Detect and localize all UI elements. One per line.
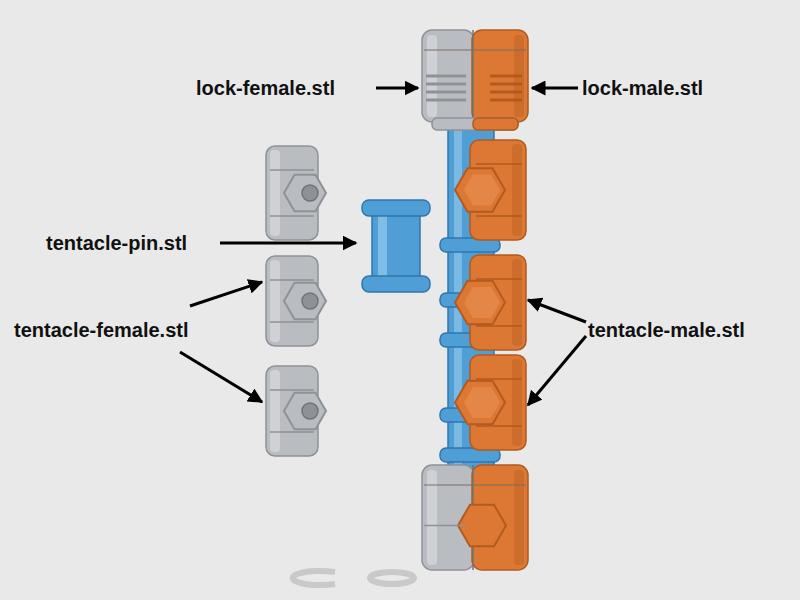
lock-part xyxy=(422,30,528,130)
part-name: tentacle-pin.stl xyxy=(46,231,187,255)
shadow xyxy=(293,571,335,585)
hex-boss xyxy=(455,168,505,211)
leader-arrow xyxy=(528,300,586,322)
panel-line xyxy=(476,163,522,165)
panel-line xyxy=(476,325,522,327)
grip-groove xyxy=(490,91,522,94)
panel-line xyxy=(270,321,314,323)
pin-flange xyxy=(362,276,430,292)
panel-line xyxy=(270,389,314,391)
part-name: lock-female.stl xyxy=(196,76,335,100)
panel-line xyxy=(270,279,314,281)
panel-line xyxy=(270,431,314,433)
tentacle-male-part xyxy=(455,140,526,240)
panel-line xyxy=(424,525,466,527)
lock-lip xyxy=(432,118,518,130)
grip-groove xyxy=(426,83,466,86)
pin-flange xyxy=(362,200,430,216)
tentacle-male-part xyxy=(455,355,526,450)
hex-face xyxy=(464,174,500,205)
leader-arrow xyxy=(220,242,356,245)
leader-arrow xyxy=(528,336,586,405)
panel-line xyxy=(270,169,314,171)
pin-part xyxy=(362,200,430,292)
grip-groove xyxy=(426,99,466,102)
panel-line xyxy=(476,215,522,217)
pin-hole xyxy=(302,293,318,309)
tentacle-male-part xyxy=(455,255,526,350)
grip-groove xyxy=(490,75,522,78)
grip-groove xyxy=(426,91,466,94)
male-shade xyxy=(512,259,522,346)
grip-groove xyxy=(426,75,466,78)
panel-line xyxy=(424,484,526,485)
hex-socket xyxy=(284,283,326,319)
female-highlight xyxy=(270,150,280,236)
tentacle-female-part xyxy=(266,146,326,240)
pin-highlight xyxy=(378,214,387,278)
lock-seam xyxy=(472,30,474,122)
panel-line xyxy=(476,378,522,380)
leader-arrow xyxy=(376,87,418,90)
male-shade xyxy=(512,144,522,236)
leader-arrow xyxy=(190,282,262,306)
lock-highlight xyxy=(427,470,437,565)
female-highlight xyxy=(270,260,280,342)
hex-boss xyxy=(455,381,505,424)
pin-waist xyxy=(372,212,420,280)
shadow xyxy=(370,572,414,584)
panel-line xyxy=(476,278,522,280)
panel-line xyxy=(424,49,526,50)
male-shade xyxy=(512,359,522,446)
hex-socket xyxy=(284,175,326,211)
lock-female-half xyxy=(422,30,474,122)
panel-line xyxy=(476,425,522,427)
leader-arrow xyxy=(180,352,262,402)
part-name: tentacle-female.stl xyxy=(14,318,189,342)
part-name: tentacle-male.stl xyxy=(588,318,745,342)
hex-socket xyxy=(284,393,326,429)
grip-groove xyxy=(490,83,522,86)
lock-male-half xyxy=(472,30,528,122)
tentacle-female-part xyxy=(266,366,326,456)
hex-face xyxy=(464,387,500,418)
lock-lip xyxy=(473,118,518,130)
panel-line xyxy=(270,215,314,217)
lock-shade xyxy=(514,470,524,565)
pin-hole xyxy=(302,403,318,419)
tentacle-female-part xyxy=(266,256,326,346)
grip-groove xyxy=(490,99,522,102)
part-name: lock-male.stl xyxy=(582,76,703,100)
female-highlight xyxy=(270,370,280,452)
pin-hole xyxy=(302,185,318,201)
leader-arrow xyxy=(532,87,578,90)
hex-boss xyxy=(455,281,505,324)
hex-face xyxy=(464,287,500,318)
lock-part xyxy=(422,465,528,570)
